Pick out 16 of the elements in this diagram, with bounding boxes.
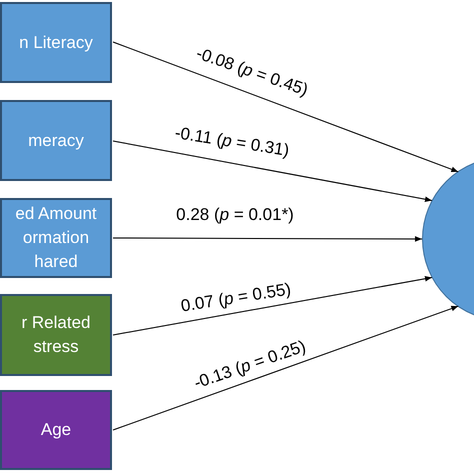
variable-box [0, 100, 112, 181]
variable-label: ed Amount ormation hared [14, 203, 98, 273]
arrow [112, 42, 459, 172]
variable-label: meracy [28, 130, 84, 152]
variable-label: n Literacy [19, 32, 93, 54]
arrow [112, 276, 432, 336]
variable-label: r Related stress [20, 312, 92, 358]
variable-label: Age [40, 419, 72, 441]
variable-box [0, 390, 112, 470]
variable-box [0, 198, 112, 278]
edge-label: 0.28 (p = 0.01*) [174, 205, 296, 225]
arrow [112, 306, 459, 430]
arrow [112, 236, 422, 242]
arrow [112, 140, 432, 202]
variable-box [0, 294, 112, 376]
variable-box [0, 2, 112, 83]
